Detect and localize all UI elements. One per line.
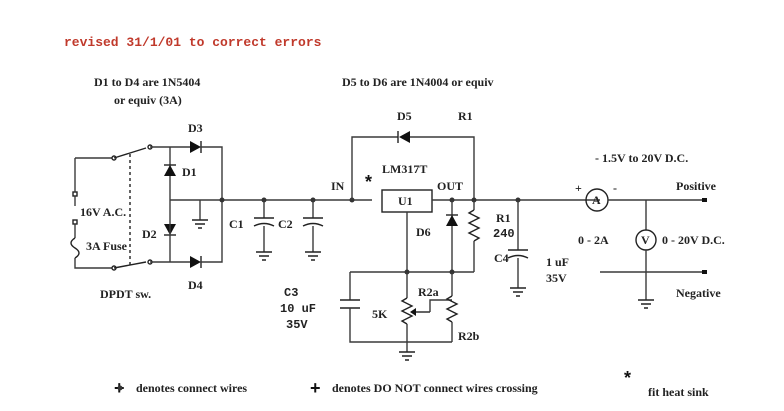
c3-value-2: 35V xyxy=(286,318,308,332)
c3-value-1: 10 uF xyxy=(280,302,316,316)
r1-top-label: R1 xyxy=(458,109,473,123)
voltmeter-label: V xyxy=(641,233,650,247)
c4-label: C4 xyxy=(494,251,509,265)
heatsink-star: * xyxy=(365,172,372,192)
capacitor-c2: C2 xyxy=(278,200,324,261)
d4-label: D4 xyxy=(188,278,203,292)
revision-note: revised 31/1/01 to correct errors xyxy=(64,35,322,50)
legend-noconnect-symbol: + xyxy=(310,378,321,398)
ac-input: 16V A.C. xyxy=(72,191,126,238)
d1-label: D1 xyxy=(182,165,197,179)
u1-label: U1 xyxy=(398,194,413,208)
legend-star: * xyxy=(624,368,631,388)
ammeter-minus: - xyxy=(613,181,617,195)
ammeter-label: A xyxy=(592,193,601,207)
fuse-label: 3A Fuse xyxy=(86,239,128,253)
negative-label: Negative xyxy=(676,286,721,300)
capacitor-c4: C4 1 uF 35V xyxy=(494,200,569,297)
in-label: IN xyxy=(331,179,345,193)
legend-heatsink: fit heat sink xyxy=(648,385,709,399)
d2-label: D2 xyxy=(142,227,157,241)
out-label: OUT xyxy=(437,179,463,193)
ammeter-plus: + xyxy=(575,181,582,195)
c1-label: C1 xyxy=(229,217,244,231)
capacitor-c1: C1 xyxy=(229,200,275,261)
bridge-rectifier: D3 D1 D2 D4 xyxy=(142,121,223,292)
positive-label: Positive xyxy=(676,179,717,193)
legend-connect: denotes connect wires xyxy=(136,381,247,395)
ammeter: A + - xyxy=(575,181,707,212)
note-d1-d4-sub: or equiv (3A) xyxy=(114,93,182,107)
pot-value: 5K xyxy=(372,307,388,321)
c2-label: C2 xyxy=(278,217,293,231)
note-d1-d4: D1 to D4 are 1N5404 xyxy=(94,75,200,89)
regulator-u1: U1 IN OUT LM317T * xyxy=(331,162,600,272)
voltage-range: 0 - 20V D.C. xyxy=(662,233,725,247)
d5-label: D5 xyxy=(397,109,412,123)
current-range: 0 - 2A xyxy=(578,233,609,247)
note-d5-d6: D5 to D6 are 1N4004 or equiv xyxy=(342,75,494,89)
dpdt-switch: DPDT sw. xyxy=(74,144,153,301)
r1-label: R1 xyxy=(496,211,511,225)
input-label: 16V A.C. xyxy=(80,205,126,219)
r2a-label: R2a xyxy=(418,285,439,299)
switch-label: DPDT sw. xyxy=(100,287,151,301)
c3-label: C3 xyxy=(284,286,298,300)
legend: + denotes connect wires + denotes DO NOT… xyxy=(114,368,709,399)
resistor-r1: R1 240 xyxy=(467,200,515,272)
c4-value-2: 35V xyxy=(546,271,567,285)
c4-value-1: 1 uF xyxy=(546,255,569,269)
diode-d5: D5 R1 xyxy=(351,109,475,200)
legend-noconnect: denotes DO NOT connect wires crossing xyxy=(332,381,538,395)
d3-label: D3 xyxy=(188,121,203,135)
regulator-label: LM317T xyxy=(382,162,427,176)
r1-value: 240 xyxy=(493,227,515,241)
output-range: - 1.5V to 20V D.C. xyxy=(595,151,688,165)
d6-label: D6 xyxy=(416,225,431,239)
fuse: 3A Fuse xyxy=(70,237,128,259)
r2b-label: R2b xyxy=(458,329,480,343)
diode-d6: D6 xyxy=(416,200,458,272)
voltmeter: V xyxy=(635,200,657,272)
adjust-network: C3 10 uF 35V 5K R2a R2b xyxy=(280,269,480,361)
